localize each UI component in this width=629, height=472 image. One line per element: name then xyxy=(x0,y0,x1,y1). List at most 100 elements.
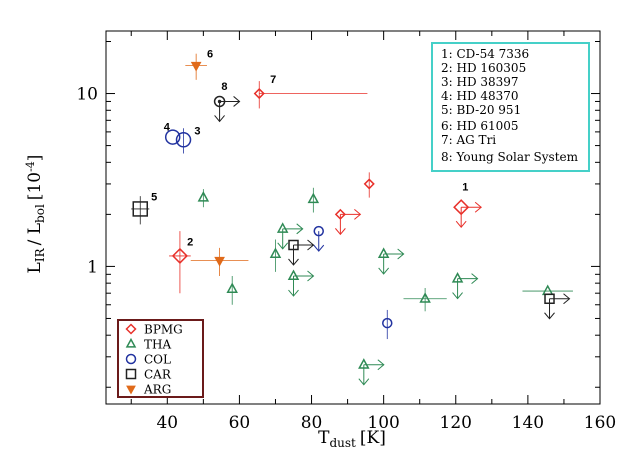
bpmg-xlimit-arrow-head xyxy=(474,201,482,213)
tha-point xyxy=(226,282,238,294)
car-xlimit-arrow-head xyxy=(307,239,315,251)
col-point xyxy=(164,129,181,145)
data-marks xyxy=(131,53,573,386)
tha-point xyxy=(377,247,390,258)
x-tick-label: 40 xyxy=(156,413,178,433)
tha-xlimit-arrow-head xyxy=(377,359,385,371)
tha-point xyxy=(307,192,320,204)
car-ylimit-arrow-head xyxy=(288,258,299,266)
col-point xyxy=(313,225,324,237)
bpmg-ylimit-arrow-head xyxy=(455,220,467,228)
legend-marker xyxy=(125,323,137,335)
point-label: 2 xyxy=(187,237,193,249)
young-solar-system-point-dot xyxy=(217,99,222,104)
y-axis-title-main: L xyxy=(25,262,45,273)
legend-marker xyxy=(125,337,137,348)
tha-ylimit-arrow-head xyxy=(452,292,463,300)
tha-point xyxy=(451,272,464,283)
tha-point xyxy=(419,292,431,303)
tha-point xyxy=(287,269,300,281)
tha-ylimit-arrow-head xyxy=(277,242,289,250)
tha-xlimit-arrow-head xyxy=(397,248,405,260)
point-label: 7 xyxy=(270,74,276,86)
tha-ylimit-arrow-head xyxy=(358,378,370,386)
key-entry: 5: BD-20 951 xyxy=(441,103,521,117)
annotations: 1 2 3 4 5 6 7 8 xyxy=(151,48,468,248)
y-axis-title-unit: [10 xyxy=(25,172,45,200)
y-axis-title-sub2: bol xyxy=(33,204,47,223)
tha-xlimit-arrow-head xyxy=(307,270,315,282)
tha-xlimit-arrow-head xyxy=(296,223,304,235)
bpmg-point xyxy=(253,87,265,100)
legend-label: BPMG xyxy=(144,323,183,337)
point-label: 3 xyxy=(194,125,200,137)
key-entry: 4: HD 48370 xyxy=(441,89,519,103)
key-entry: 8: Young Solar System xyxy=(441,150,579,164)
legend-label: ARG xyxy=(143,383,171,397)
x-axis-title-sub: dust xyxy=(329,436,356,450)
col-ylimit-arrow-head xyxy=(313,244,325,252)
legend-label: CAR xyxy=(144,368,172,382)
key-box xyxy=(431,42,590,172)
bpmg-ylimit-arrow-head xyxy=(334,228,346,236)
x-tick-label: 120 xyxy=(440,413,472,433)
young-solar-system-point xyxy=(213,95,226,108)
car-point xyxy=(132,201,149,217)
young-solar-system-xlimit-arrow-head xyxy=(233,96,241,107)
x-axis-title-unit: [K] xyxy=(360,428,386,448)
key-entry: 6: HD 61005 xyxy=(441,119,519,133)
bpmg-point xyxy=(453,199,470,216)
x-axis-title: Tdust [K] xyxy=(318,428,386,450)
point-label: 5 xyxy=(151,192,157,204)
car-xlimit-arrow-head xyxy=(563,293,571,305)
bpmg-point xyxy=(334,208,346,220)
x-axis-title-main: T xyxy=(318,428,330,448)
y-tick-label: 10 xyxy=(76,85,98,105)
young-solar-system-ylimit-arrow-head xyxy=(214,115,225,123)
bpmg-point xyxy=(363,178,375,190)
x-tick-label: 160 xyxy=(584,413,616,433)
x-tick-label: 100 xyxy=(367,413,399,433)
legend-label: COL xyxy=(144,353,171,367)
tha-ylimit-arrow-head xyxy=(378,267,390,275)
point-label: 6 xyxy=(207,48,213,60)
plot-frame xyxy=(105,30,601,405)
point-label: 8 xyxy=(221,81,227,93)
y-axis-title: LIR / Lbol [10-4] xyxy=(24,155,47,274)
legend-marker xyxy=(125,353,137,365)
col-point xyxy=(382,317,393,329)
y-axis-title-close: ] xyxy=(25,155,45,162)
key-entry: 7: AG Tri xyxy=(441,133,496,147)
point-label: 4 xyxy=(164,122,171,134)
col-point xyxy=(175,132,192,148)
tha-point xyxy=(358,358,370,369)
y-axis-title-sub1: IR xyxy=(33,247,47,262)
legend-marker xyxy=(126,385,136,395)
arg-point xyxy=(214,256,225,267)
legend-marker xyxy=(125,368,137,380)
tha-ylimit-arrow-head xyxy=(288,289,299,297)
y-axis-title-sep: / L xyxy=(25,223,45,245)
car-point xyxy=(288,239,299,251)
legend-label: THA xyxy=(144,338,171,352)
bpmg-xlimit-arrow-head xyxy=(354,208,362,220)
x-tick-label: 140 xyxy=(512,413,544,433)
x-tick-label: 80 xyxy=(301,413,323,433)
bpmg-point xyxy=(171,247,188,264)
tha-point xyxy=(197,191,210,202)
car-ylimit-arrow-head xyxy=(544,312,555,320)
car-point xyxy=(544,293,555,305)
tha-point xyxy=(541,284,554,296)
point-label: 1 xyxy=(462,181,468,193)
y-tick-label: 1 xyxy=(87,257,98,277)
tha-point xyxy=(269,247,282,258)
y-axis-title-exp: -4 xyxy=(24,161,37,172)
key-entry: 1: CD-54 7336 xyxy=(441,47,529,61)
key-entry: 3: HD 38397 xyxy=(441,75,519,89)
